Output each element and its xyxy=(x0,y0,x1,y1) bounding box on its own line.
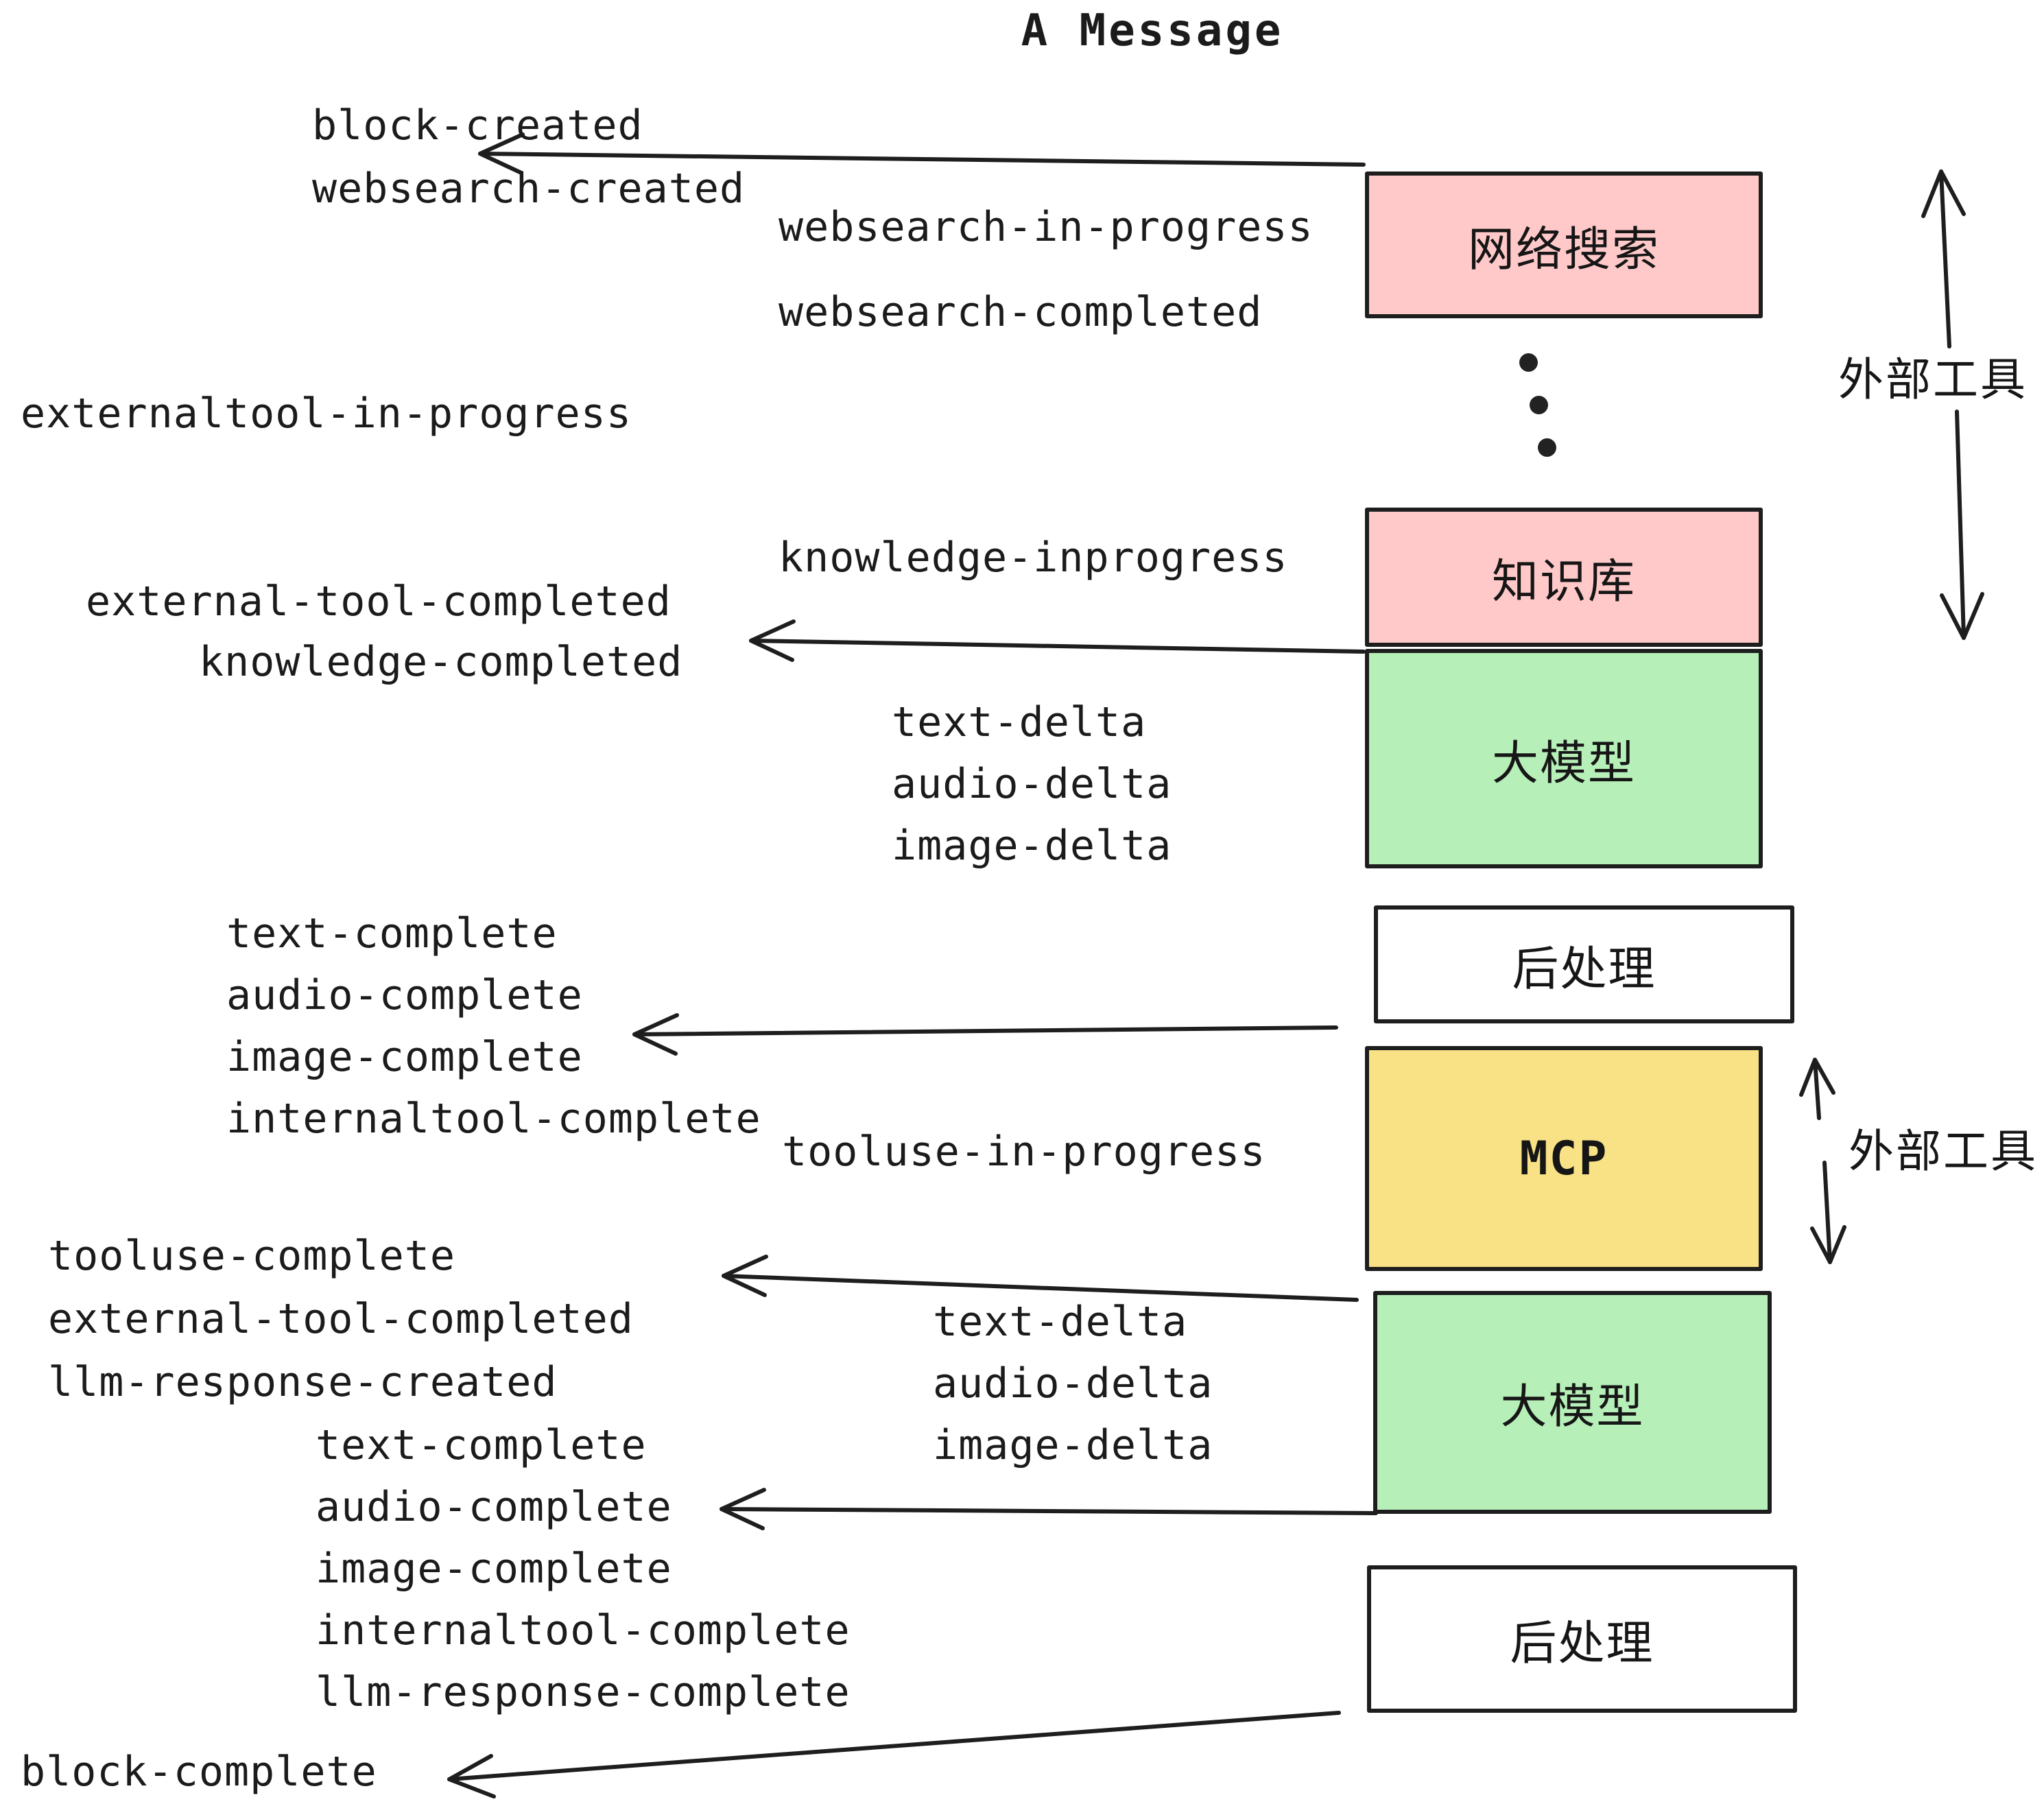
event-internaltool-complete-1: internaltool-complete xyxy=(226,1095,761,1143)
arrow-to-block-complete xyxy=(447,1711,1341,1799)
node-llm-2-label: 大模型 xyxy=(1500,1381,1645,1433)
node-websearch-label: 网络搜索 xyxy=(1467,223,1660,276)
event-externaltool-in-progress: externaltool-in-progress xyxy=(21,390,632,438)
event-text-complete-2: text-complete xyxy=(316,1421,647,1469)
external-tool-bottom-label: 外部工具 xyxy=(1849,1126,2038,1176)
external-tool-top-label: 外部工具 xyxy=(1838,354,2028,405)
event-websearch-created: websearch-created xyxy=(312,165,746,213)
event-internaltool-complete-2: internaltool-complete xyxy=(316,1606,851,1654)
ellipsis-dot-2 xyxy=(1530,396,1548,414)
node-websearch: 网络搜索 xyxy=(1365,171,1763,318)
node-llm-2: 大模型 xyxy=(1373,1291,1772,1514)
external-tool-top-down-arrow xyxy=(1940,410,1984,640)
node-mcp-label: MCP xyxy=(1519,1131,1608,1186)
event-image-delta-2: image-delta xyxy=(933,1421,1213,1469)
node-knowledge: 知识库 xyxy=(1365,508,1763,647)
event-block-created: block-created xyxy=(312,102,643,150)
event-tooluse-in-progress: tooluse-in-progress xyxy=(782,1128,1266,1176)
node-llm-1: 大模型 xyxy=(1365,649,1763,868)
ellipsis-dot-1 xyxy=(1519,353,1538,372)
event-audio-complete-1: audio-complete xyxy=(226,971,583,1019)
node-postprocess-2-label: 后处理 xyxy=(1510,1617,1654,1670)
event-text-delta-1: text-delta xyxy=(892,698,1147,746)
event-block-complete: block-complete xyxy=(21,1748,377,1796)
event-audio-delta-1: audio-delta xyxy=(892,760,1172,808)
external-tool-bottom-up-arrow xyxy=(1799,1058,1835,1120)
event-image-delta-1: image-delta xyxy=(892,822,1172,870)
node-postprocess-2: 后处理 xyxy=(1367,1565,1797,1713)
event-external-tool-completed: external-tool-completed xyxy=(86,578,672,626)
event-tooluse-complete: tooluse-complete xyxy=(48,1232,455,1280)
external-tool-top-up-arrow xyxy=(1921,169,1966,348)
arrow-to-audio-complete xyxy=(720,1488,1378,1530)
node-mcp: MCP xyxy=(1365,1046,1763,1271)
diagram-title: A Message xyxy=(1021,5,1284,56)
event-audio-delta-2: audio-delta xyxy=(933,1360,1213,1408)
event-websearch-in-progress: websearch-in-progress xyxy=(779,203,1314,251)
arrow-to-tooluse-complete xyxy=(722,1255,1359,1302)
event-knowledge-completed: knowledge-completed xyxy=(199,638,683,686)
event-audio-complete-2: audio-complete xyxy=(316,1483,672,1531)
ellipsis-dot-3 xyxy=(1538,438,1556,457)
event-llm-response-complete: llm-response-complete xyxy=(316,1668,851,1716)
node-llm-1-label: 大模型 xyxy=(1491,737,1636,790)
external-tool-bottom-down-arrow xyxy=(1810,1161,1846,1264)
event-text-complete-1: text-complete xyxy=(226,910,558,958)
event-external-tool-completed-2: external-tool-completed xyxy=(48,1295,634,1343)
event-image-complete-1: image-complete xyxy=(226,1033,583,1081)
event-websearch-completed: websearch-completed xyxy=(779,288,1263,336)
event-text-delta-2: text-delta xyxy=(933,1298,1188,1346)
event-llm-response-created: llm-response-created xyxy=(48,1358,558,1406)
node-postprocess-1: 后处理 xyxy=(1374,905,1794,1023)
event-image-complete-2: image-complete xyxy=(316,1545,672,1593)
arrow-to-knowledge-completed xyxy=(749,619,1366,662)
node-knowledge-label: 知识库 xyxy=(1491,556,1636,608)
event-knowledge-inprogress: knowledge-inprogress xyxy=(779,534,1288,582)
node-postprocess-1-label: 后处理 xyxy=(1512,942,1656,995)
arrow-to-image-complete xyxy=(632,1013,1338,1056)
